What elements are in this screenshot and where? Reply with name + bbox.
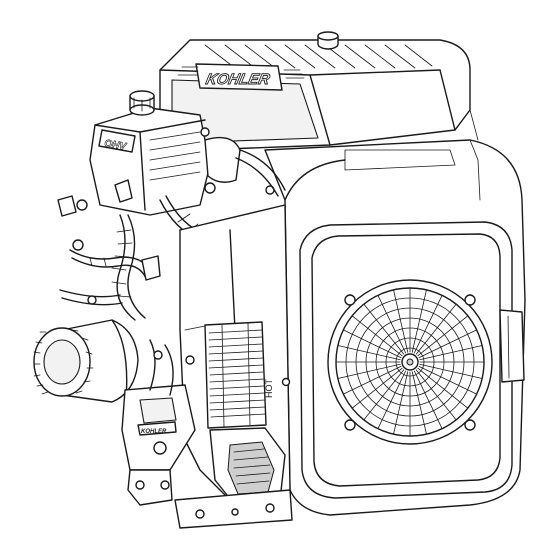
breather-cap xyxy=(318,32,338,49)
oil-filter xyxy=(34,320,138,402)
side-handle xyxy=(500,310,524,382)
oil-cooler xyxy=(205,322,266,428)
kohler-logo-text: KOHLER xyxy=(204,71,271,88)
side-label-text: KOHLER xyxy=(141,429,167,435)
oil-fill-cap xyxy=(130,91,154,115)
hot-warning-text: HOT xyxy=(264,379,274,399)
